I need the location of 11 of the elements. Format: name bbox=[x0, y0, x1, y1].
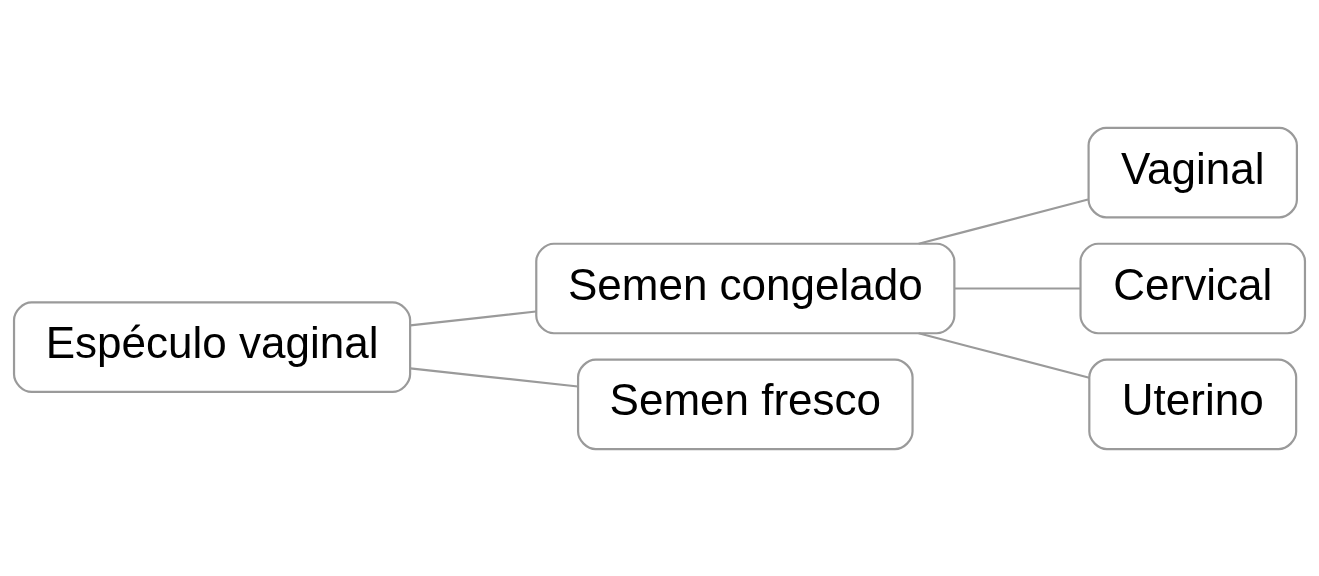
connector bbox=[410, 366, 578, 388]
connector bbox=[954, 286, 1081, 290]
node-box: Uterino bbox=[1088, 358, 1298, 450]
node-box: Semen fresco bbox=[577, 358, 914, 450]
connector bbox=[918, 197, 1089, 245]
connector bbox=[410, 309, 537, 326]
node-box: Semen congelado bbox=[535, 242, 956, 334]
connector bbox=[918, 331, 1090, 379]
node-box: Espéculo vaginal bbox=[12, 300, 412, 393]
node-box: Vaginal bbox=[1087, 126, 1298, 218]
node-box: Cervical bbox=[1079, 242, 1307, 334]
